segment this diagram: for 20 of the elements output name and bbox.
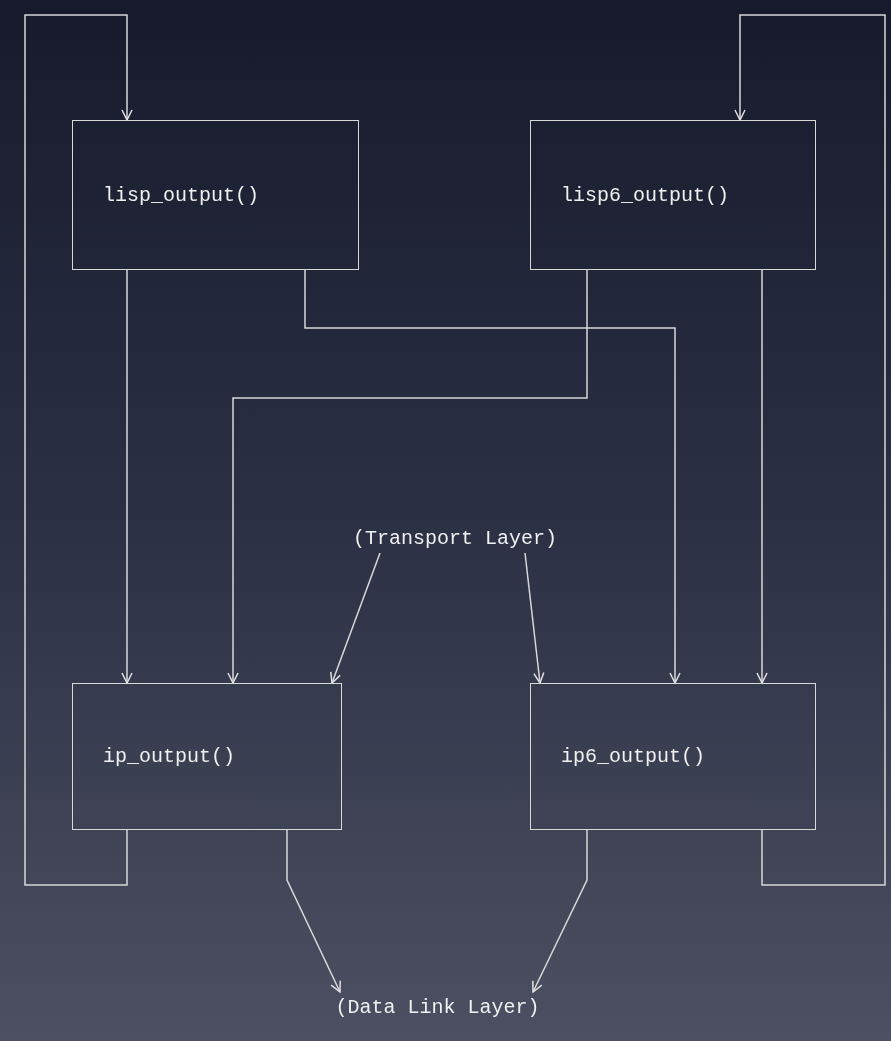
- function-name: lisp6_output(): [561, 183, 730, 207]
- arrow: [734, 14, 886, 886]
- arrow: [286, 829, 341, 993]
- arrow: [532, 829, 588, 993]
- function-name: ip_output(): [103, 745, 236, 768]
- arrow: [304, 269, 681, 684]
- layer-label: (Transport Layer): [352, 526, 557, 550]
- layer-label: (Data Link Layer): [335, 995, 540, 1019]
- arrow: [524, 552, 545, 684]
- arrow: [227, 269, 588, 684]
- function-box: [72, 120, 359, 270]
- function-box: [72, 683, 342, 830]
- arrow: [330, 552, 381, 684]
- function-box: [530, 683, 816, 830]
- function-name: lisp_output(): [103, 183, 260, 207]
- function-name: ip6_output(): [561, 745, 706, 768]
- function-box: [530, 120, 816, 270]
- arrow: [756, 269, 768, 684]
- arrow: [24, 14, 133, 886]
- arrow: [121, 269, 133, 684]
